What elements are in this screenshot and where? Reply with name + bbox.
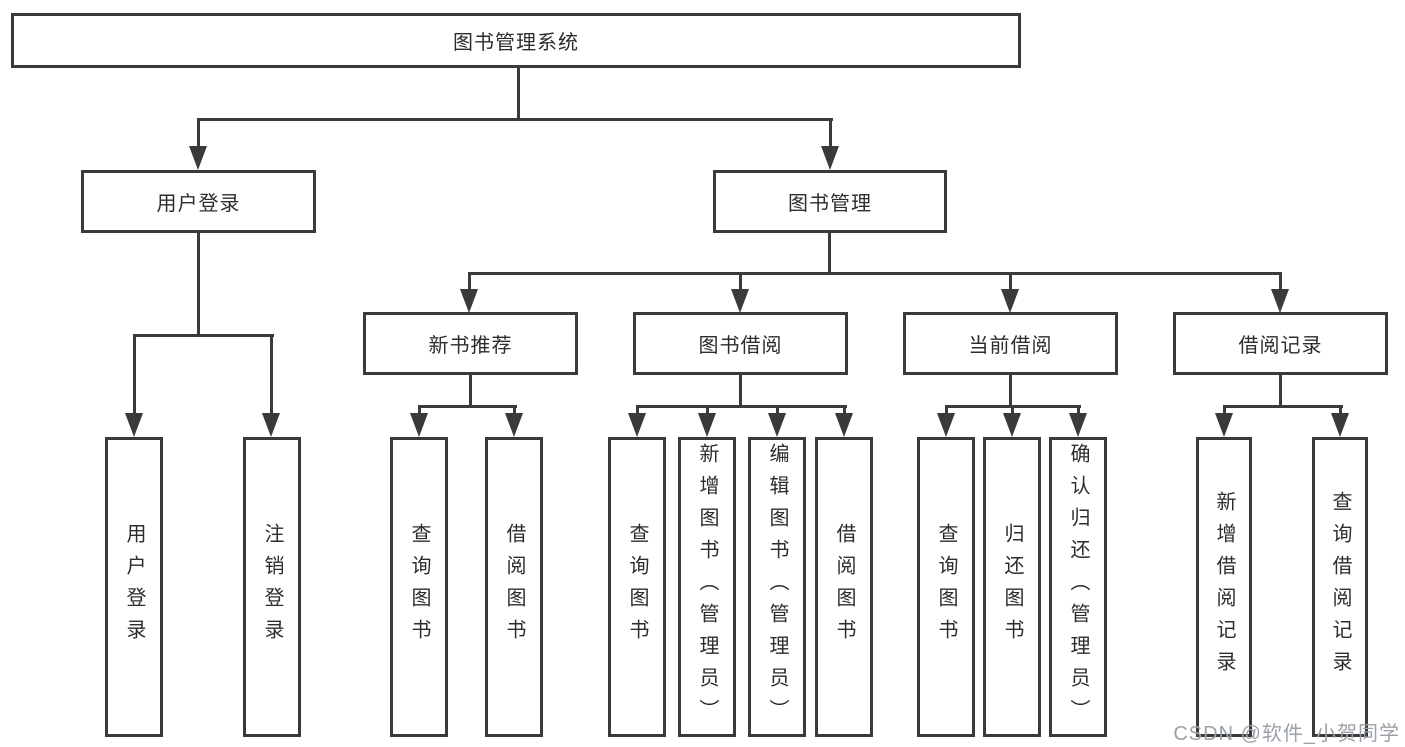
leaf-confirm-return-admin: 确认归还（管理员） bbox=[1049, 437, 1107, 737]
leaf-query-borrow-record-label: 查询借阅记录 bbox=[1329, 491, 1351, 683]
arrow-down-icon bbox=[262, 413, 280, 437]
leaf-return-books-label: 归还图书 bbox=[1001, 523, 1023, 651]
leaf-borrow-books-recommend-label: 借阅图书 bbox=[503, 523, 525, 651]
connector-vline bbox=[1279, 272, 1282, 293]
leaf-logout-label: 注销登录 bbox=[261, 523, 283, 651]
connector-vline bbox=[1339, 405, 1342, 418]
connector-vline bbox=[828, 233, 831, 275]
leaf-add-books-admin: 新增图书（管理员） bbox=[678, 437, 736, 737]
arrow-down-icon bbox=[731, 289, 749, 313]
node-current-borrowing-label: 当前借阅 bbox=[968, 335, 1053, 357]
arrow-down-icon bbox=[1003, 413, 1021, 437]
leaf-query-books-borrowing: 查询图书 bbox=[608, 437, 666, 737]
node-root-label: 图书管理系统 bbox=[453, 32, 579, 54]
leaf-query-borrow-record: 查询借阅记录 bbox=[1312, 437, 1368, 737]
connector-vline bbox=[1009, 375, 1012, 408]
connector-vline bbox=[197, 118, 200, 150]
leaf-query-books-current-label: 查询图书 bbox=[935, 523, 957, 651]
connector-vline bbox=[418, 405, 421, 418]
connector-vline bbox=[843, 405, 846, 418]
connector-vline bbox=[776, 405, 779, 418]
connector-hline bbox=[636, 405, 847, 408]
arrow-down-icon bbox=[698, 413, 716, 437]
arrow-down-icon bbox=[1215, 413, 1233, 437]
connector-vline bbox=[513, 405, 516, 418]
connector-vline bbox=[945, 405, 948, 418]
node-book-management: 图书管理 bbox=[713, 170, 947, 233]
connector-hline bbox=[418, 405, 517, 408]
connector-hline bbox=[197, 118, 833, 121]
arrow-down-icon bbox=[1331, 413, 1349, 437]
connector-vline bbox=[468, 272, 471, 293]
arrow-down-icon bbox=[460, 289, 478, 313]
connector-hline bbox=[133, 334, 274, 337]
connector-vline bbox=[133, 334, 136, 417]
node-root: 图书管理系统 bbox=[11, 13, 1021, 68]
node-user-login: 用户登录 bbox=[81, 170, 316, 233]
connector-vline bbox=[829, 118, 832, 150]
leaf-user-login-label: 用户登录 bbox=[123, 523, 145, 651]
node-borrowing-records-label: 借阅记录 bbox=[1238, 335, 1323, 357]
connector-vline bbox=[739, 375, 742, 408]
leaf-user-login: 用户登录 bbox=[105, 437, 163, 737]
connector-vline bbox=[517, 68, 520, 121]
arrow-down-icon bbox=[410, 413, 428, 437]
connector-vline bbox=[636, 405, 639, 418]
arrow-down-icon bbox=[628, 413, 646, 437]
connector-vline bbox=[469, 375, 472, 408]
node-user-login-label: 用户登录 bbox=[156, 193, 241, 215]
connector-vline bbox=[706, 405, 709, 418]
connector-vline bbox=[197, 233, 200, 337]
arrow-down-icon bbox=[1271, 289, 1289, 313]
connector-hline bbox=[468, 272, 1282, 275]
leaf-query-books-recommend-label: 查询图书 bbox=[408, 523, 430, 651]
arrow-down-icon bbox=[505, 413, 523, 437]
connector-vline bbox=[1223, 405, 1226, 418]
leaf-borrow-books-recommend: 借阅图书 bbox=[485, 437, 543, 737]
node-book-borrowing-label: 图书借阅 bbox=[698, 335, 783, 357]
node-new-book-recommendation: 新书推荐 bbox=[363, 312, 578, 375]
leaf-return-books: 归还图书 bbox=[983, 437, 1041, 737]
leaf-edit-books-admin-label: 编辑图书（管理员） bbox=[766, 443, 788, 731]
arrow-down-icon bbox=[1001, 289, 1019, 313]
connector-vline bbox=[1011, 405, 1014, 418]
arrow-down-icon bbox=[835, 413, 853, 437]
leaf-add-books-admin-label: 新增图书（管理员） bbox=[696, 443, 718, 731]
leaf-logout: 注销登录 bbox=[243, 437, 301, 737]
csdn-watermark: CSDN @软件_小贺同学 bbox=[1173, 723, 1400, 745]
arrow-down-icon bbox=[821, 146, 839, 170]
connector-hline bbox=[1223, 405, 1343, 408]
node-borrowing-records: 借阅记录 bbox=[1173, 312, 1388, 375]
leaf-edit-books-admin: 编辑图书（管理员） bbox=[748, 437, 806, 737]
leaf-confirm-return-admin-label: 确认归还（管理员） bbox=[1067, 443, 1089, 731]
node-book-management-label: 图书管理 bbox=[788, 193, 872, 215]
connector-vline bbox=[1077, 405, 1080, 418]
leaf-add-borrow-record: 新增借阅记录 bbox=[1196, 437, 1252, 737]
arrow-down-icon bbox=[768, 413, 786, 437]
arrow-down-icon bbox=[189, 146, 207, 170]
connector-vline bbox=[739, 272, 742, 293]
connector-vline bbox=[1009, 272, 1012, 293]
connector-vline bbox=[270, 334, 273, 417]
node-new-book-recommendation-label: 新书推荐 bbox=[428, 335, 513, 357]
arrow-down-icon bbox=[937, 413, 955, 437]
leaf-query-books-borrowing-label: 查询图书 bbox=[626, 523, 648, 651]
leaf-query-books-recommend: 查询图书 bbox=[390, 437, 448, 737]
node-book-borrowing: 图书借阅 bbox=[633, 312, 848, 375]
leaf-add-borrow-record-label: 新增借阅记录 bbox=[1213, 491, 1235, 683]
arrow-down-icon bbox=[125, 413, 143, 437]
leaf-borrow-books-borrowing: 借阅图书 bbox=[815, 437, 873, 737]
arrow-down-icon bbox=[1069, 413, 1087, 437]
leaf-query-books-current: 查询图书 bbox=[917, 437, 975, 737]
connector-vline bbox=[1279, 375, 1282, 408]
node-current-borrowing: 当前借阅 bbox=[903, 312, 1118, 375]
leaf-borrow-books-borrowing-label: 借阅图书 bbox=[833, 523, 855, 651]
